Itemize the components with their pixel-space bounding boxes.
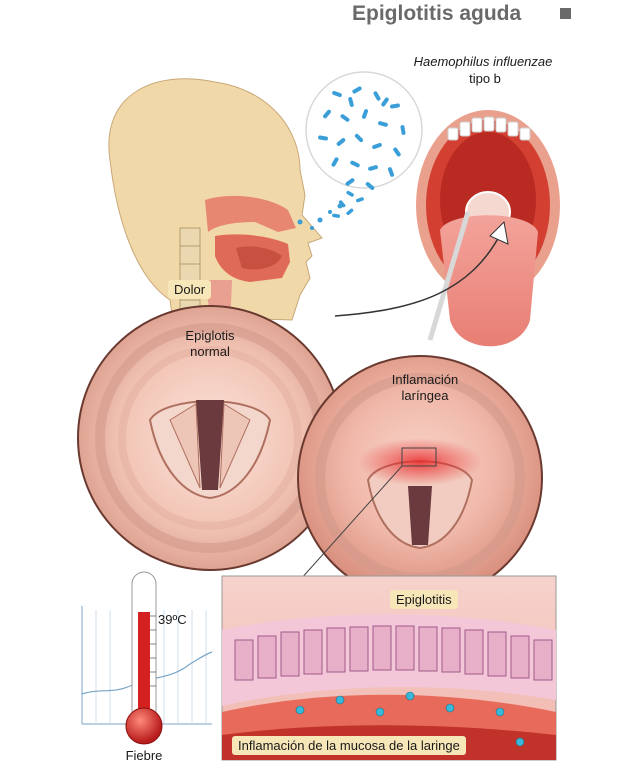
mucosa-label: Inflamación de la mucosa de la laringe [232,736,466,755]
bacteria-label-line2: tipo b [469,71,501,86]
inflamed-larynx-illustration [297,355,543,601]
page-title: Epiglotitis aguda [352,2,522,25]
title-square-icon [560,8,571,19]
open-mouth-illustration [334,110,560,347]
inflammation-label-line1: Inflamación [391,372,459,387]
normal-label-line2: normal [190,344,230,359]
bacteria-label-line1: Haemophilus influenzae [413,54,553,69]
inflammation-label-line2: laríngea [401,388,449,403]
bacteria-illustration [305,71,423,218]
fever-illustration [81,571,213,745]
dolor-label: Dolor [168,280,212,299]
epiglotitis-label: Epiglotitis [390,590,458,609]
fiebre-label: Fiebre [125,748,163,763]
mucosa-detail-illustration [221,575,557,761]
normal-label-line1: Epiglotis [185,328,235,343]
temperature-label: 39ºC [158,612,187,627]
